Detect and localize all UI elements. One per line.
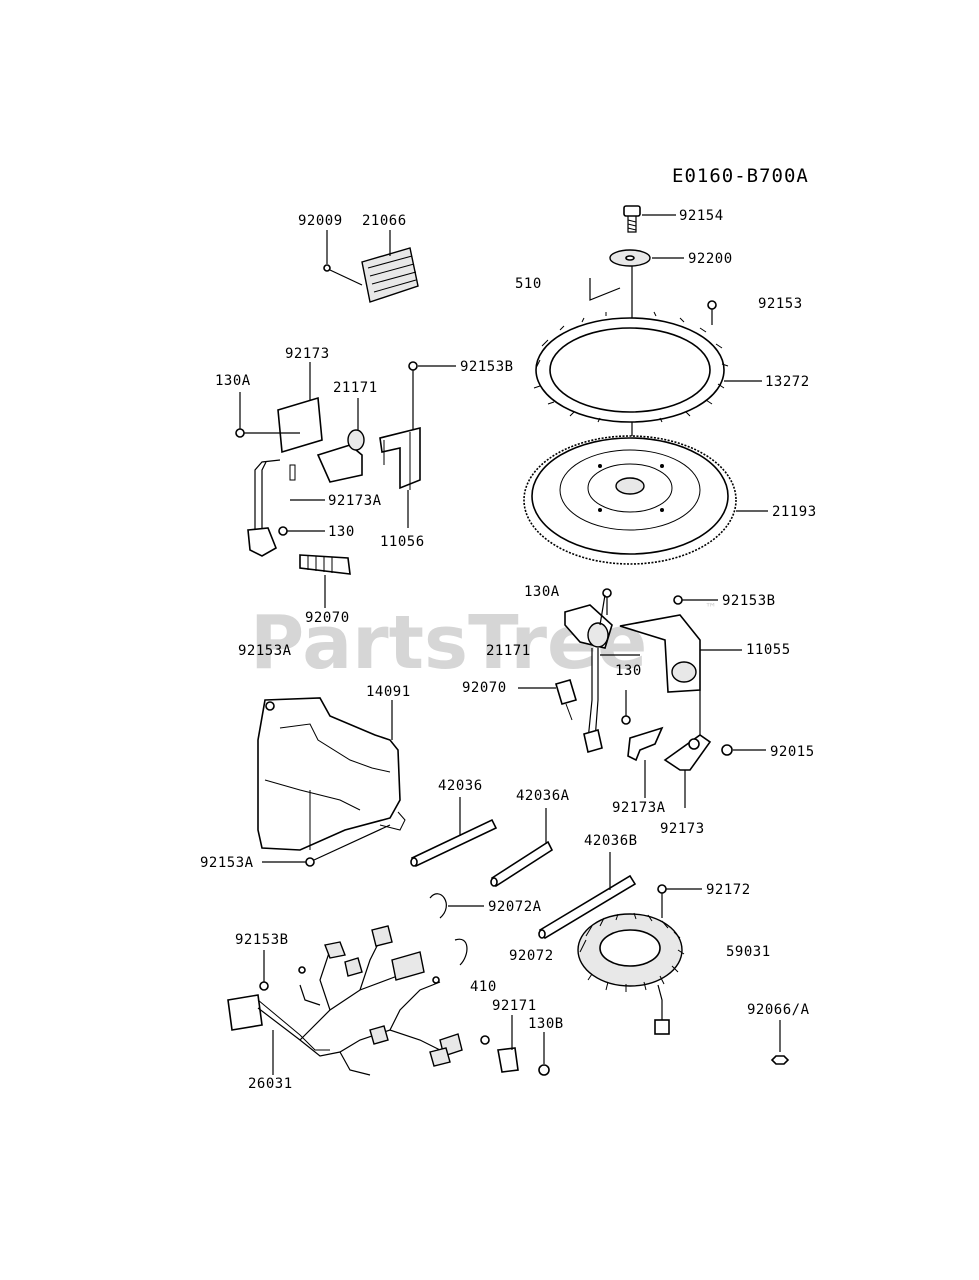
label-92153B-mid[interactable]: 92153B bbox=[722, 593, 776, 609]
washer-92200-drawing bbox=[609, 249, 684, 267]
label-130B[interactable]: 130B bbox=[528, 1016, 564, 1032]
label-92173-mid[interactable]: 92173 bbox=[660, 821, 705, 837]
magnet-ring-13272-drawing bbox=[533, 311, 762, 423]
regulator-21066-drawing bbox=[323, 230, 419, 303]
label-92154[interactable]: 92154 bbox=[679, 208, 724, 224]
label-92070-mid[interactable]: 92070 bbox=[462, 680, 507, 696]
label-130A-top[interactable]: 130A bbox=[215, 373, 251, 389]
label-92171[interactable]: 92171 bbox=[492, 998, 537, 1014]
stator-59031-drawing bbox=[577, 884, 702, 1035]
label-92173-top[interactable]: 92173 bbox=[285, 346, 330, 362]
label-130-mid[interactable]: 130 bbox=[615, 663, 642, 679]
diagram-code: E0160-B700A bbox=[672, 165, 809, 187]
label-92072A[interactable]: 92072A bbox=[488, 899, 542, 915]
label-92173A-mid[interactable]: 92173A bbox=[612, 800, 666, 816]
label-92172[interactable]: 92172 bbox=[706, 882, 751, 898]
harness-26031-drawing bbox=[227, 925, 550, 1076]
label-92173A-top[interactable]: 92173A bbox=[328, 493, 382, 509]
label-11055[interactable]: 11055 bbox=[746, 642, 791, 658]
watermark-tm: ™ bbox=[705, 601, 717, 615]
label-92153B-top[interactable]: 92153B bbox=[460, 359, 514, 375]
label-14091[interactable]: 14091 bbox=[366, 684, 411, 700]
label-130-top[interactable]: 130 bbox=[328, 524, 355, 540]
label-410[interactable]: 410 bbox=[470, 979, 497, 995]
label-21066[interactable]: 21066 bbox=[362, 213, 407, 229]
leader-510 bbox=[589, 278, 621, 301]
label-92072[interactable]: 92072 bbox=[509, 948, 554, 964]
label-21171-mid[interactable]: 21171 bbox=[486, 643, 531, 659]
label-42036[interactable]: 42036 bbox=[438, 778, 483, 794]
label-59031[interactable]: 59031 bbox=[726, 944, 771, 960]
label-92066A[interactable]: 92066/A bbox=[747, 1002, 810, 1018]
coil-group-mid-drawing bbox=[518, 588, 766, 808]
label-92015[interactable]: 92015 bbox=[770, 744, 815, 760]
clamps-drawing bbox=[429, 893, 484, 966]
label-92070-top[interactable]: 92070 bbox=[305, 610, 350, 626]
label-13272[interactable]: 13272 bbox=[765, 374, 810, 390]
label-21193[interactable]: 21193 bbox=[772, 504, 817, 520]
label-92153-top[interactable]: 92153 bbox=[758, 296, 803, 312]
label-92200[interactable]: 92200 bbox=[688, 251, 733, 267]
bolt-92154-drawing bbox=[623, 205, 676, 233]
label-92153B-bot[interactable]: 92153B bbox=[235, 932, 289, 948]
coil-bracket-top-drawing bbox=[235, 361, 456, 608]
label-92009[interactable]: 92009 bbox=[298, 213, 343, 229]
label-92153A-bot[interactable]: 92153A bbox=[200, 855, 254, 871]
label-510[interactable]: 510 bbox=[515, 276, 542, 292]
cover-14091-drawing bbox=[257, 697, 406, 867]
label-42036A[interactable]: 42036A bbox=[516, 788, 570, 804]
tubes-drawing bbox=[410, 797, 637, 940]
flywheel-21193-drawing bbox=[523, 435, 768, 565]
label-21171-top[interactable]: 21171 bbox=[333, 380, 378, 396]
nut-92066A-drawing bbox=[770, 1020, 790, 1065]
label-42036B[interactable]: 42036B bbox=[584, 833, 638, 849]
label-92153A-top[interactable]: 92153A bbox=[238, 643, 292, 659]
label-26031[interactable]: 26031 bbox=[248, 1076, 293, 1092]
screw-92153-drawing bbox=[707, 300, 717, 325]
label-11056[interactable]: 11056 bbox=[380, 534, 425, 550]
label-130A-mid[interactable]: 130A bbox=[524, 584, 560, 600]
